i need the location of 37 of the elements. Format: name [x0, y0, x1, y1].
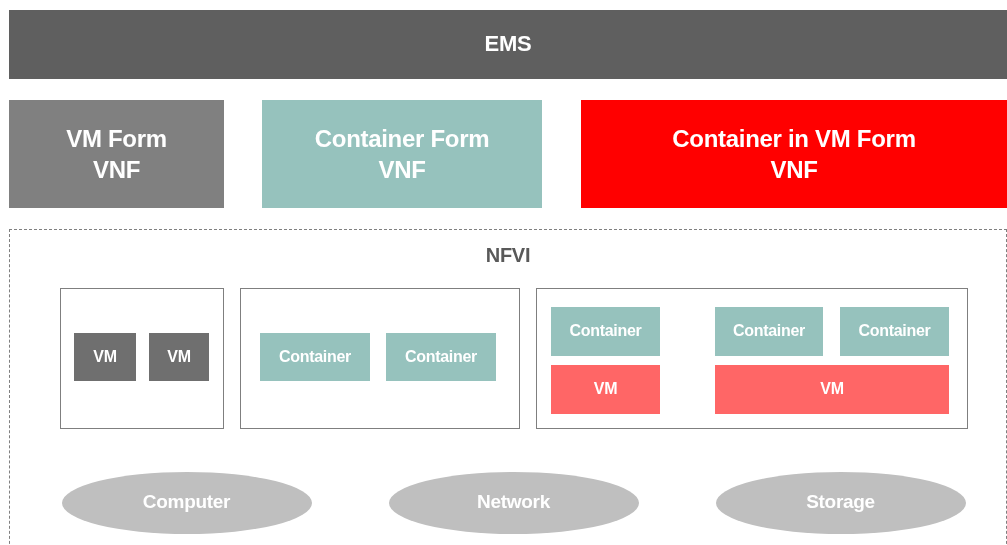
node-label: Storage: [806, 490, 875, 515]
resource-ellipse: [715, 471, 966, 534]
node-label: Container: [279, 346, 351, 367]
vm-box: [551, 365, 660, 414]
container-box: [260, 333, 370, 381]
frame-box: [535, 287, 968, 429]
vnf-box: [262, 100, 542, 208]
container-box: [551, 307, 660, 356]
container-box: [840, 307, 949, 356]
vm-box: [715, 365, 949, 414]
node-label: Network: [477, 490, 550, 515]
frame-box: [239, 287, 520, 429]
node-label: Container: [405, 346, 477, 367]
nfvi-group: [9, 229, 1007, 545]
node-label: Container: [733, 321, 805, 342]
node-label: VM: [593, 379, 618, 400]
node-label: VM Form VNF: [65, 123, 168, 185]
resource-ellipse: [61, 471, 312, 534]
ems-bar: [9, 10, 1007, 79]
node-label: VM: [93, 346, 117, 367]
frame-box: [59, 287, 224, 429]
node-label: Container Form VNF: [313, 123, 491, 185]
node-label: VM: [820, 379, 844, 400]
node-label: Computer: [142, 490, 231, 515]
container-box: [715, 307, 823, 356]
resource-ellipse: [388, 471, 639, 534]
node-label: VM: [167, 346, 191, 367]
vnf-box: [581, 100, 1007, 208]
container-box: [386, 333, 496, 381]
group-title: NFVI: [485, 243, 531, 268]
node-label: Container: [858, 321, 931, 342]
node-label: Container: [569, 321, 642, 342]
node-label: Container in VM Form VNF: [671, 123, 917, 185]
vnf-box: [9, 100, 224, 208]
vm-box: [74, 333, 136, 381]
vm-box: [149, 333, 209, 381]
node-label: EMS: [484, 30, 532, 59]
